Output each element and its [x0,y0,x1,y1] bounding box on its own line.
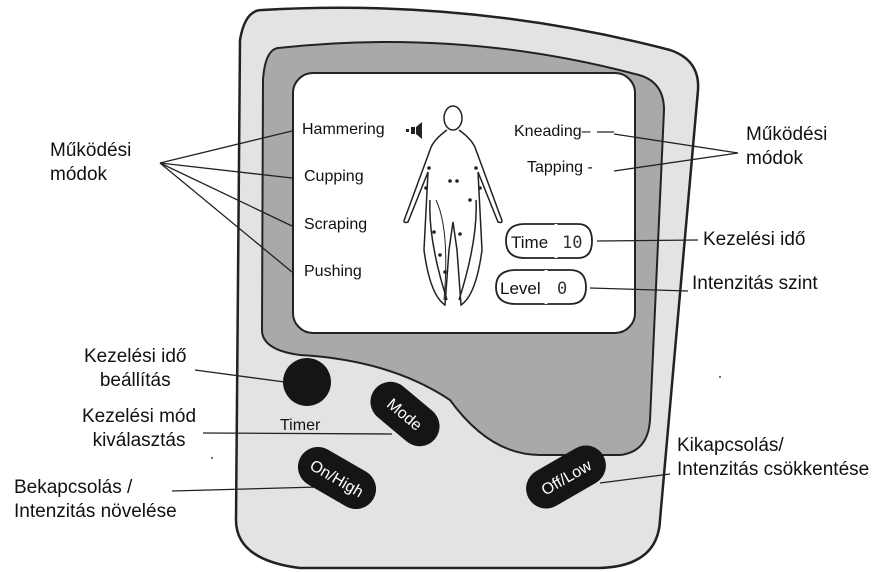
annotation-treatment-time: Kezelési idő [703,228,805,252]
mode-hammering: Hammering [302,121,385,139]
annotation-modes-left: Működési módok [50,139,131,187]
annotation-off-low: Kikapcsolás/ Intenzitás csökkentése [677,434,869,482]
stray-dot [211,457,213,459]
time-display-label: Time [511,233,548,252]
level-display-value: 0 [557,279,567,299]
annotation-intensity-level: Intenzitás szint [692,272,818,296]
annotation-on-high: Bekapcsolás / Intenzitás növelése [14,476,177,524]
mode-scraping: Scraping [304,216,367,234]
timer-button[interactable] [283,358,331,406]
mode-pushing: Pushing [304,263,362,281]
stray-dot [719,376,721,378]
timer-button-label: Timer [280,417,321,434]
annotation-timer-setting: Kezelési idő beállítás [84,345,186,393]
level-display-label: Level [500,279,541,298]
annotation-modes-right: Működési módok [746,123,827,171]
time-display-value: 10 [562,233,582,253]
annotation-mode-select: Kezelési mód kiválasztás [82,405,196,453]
mode-kneading: Kneading– [514,123,591,141]
mode-tapping: Tapping - [527,159,593,177]
time-display: Time 10 [506,224,592,258]
level-display: Level 0 [496,270,586,304]
mode-cupping: Cupping [304,168,364,186]
